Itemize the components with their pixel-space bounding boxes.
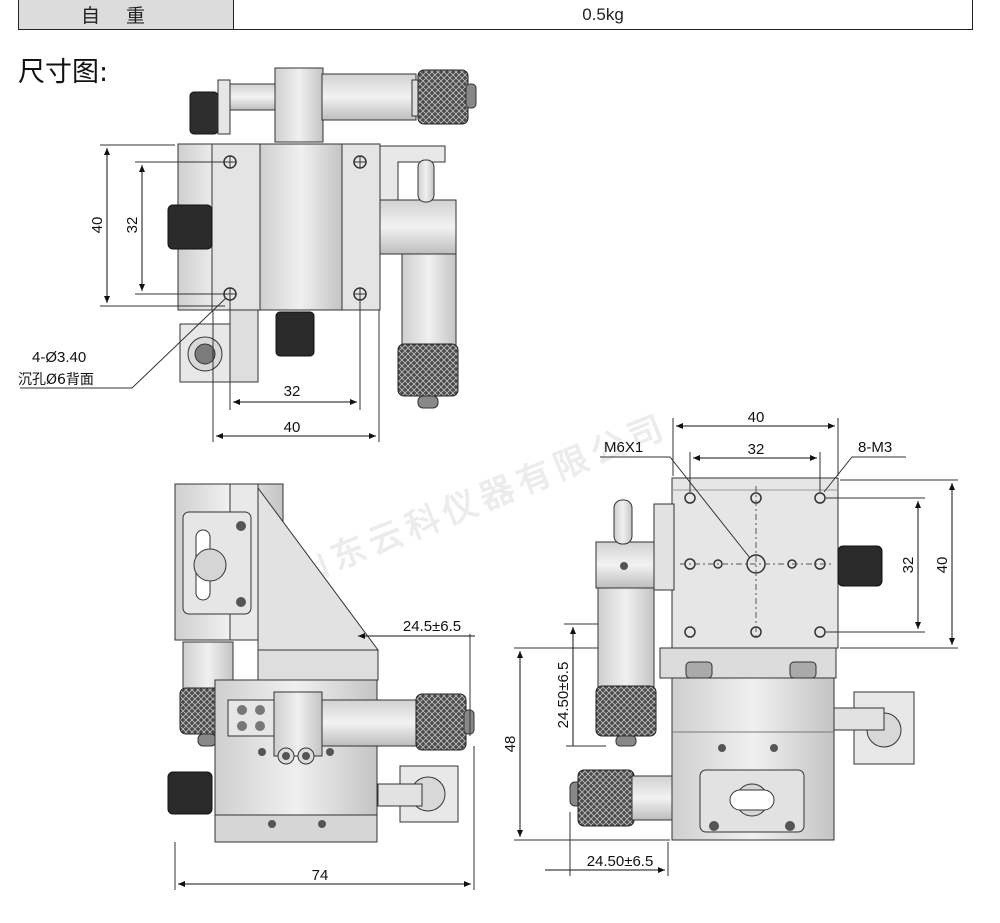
front-label-corner-threads: 8-M3: [858, 439, 892, 456]
section-title: 尺寸图:: [18, 57, 109, 88]
front-dim-height-outer: 40: [934, 557, 951, 574]
spec-value: 0.5kg: [582, 4, 624, 24]
side-view: 24.5±6.5 74: [167, 483, 475, 890]
side-dim-width-total: 74: [312, 867, 329, 884]
front-dim-height-total: 48: [502, 736, 519, 753]
front-dim-travel-horizontal: 24.50±6.5: [587, 853, 654, 870]
top-view: 40 32 32 40 4-Ø3.40 沉孔Ø6背面: [18, 67, 477, 442]
front-dim-height-inner: 32: [900, 557, 917, 574]
front-dim-width-inner: 32: [748, 441, 765, 458]
top-dim-width-inner: 32: [284, 383, 301, 400]
front-view: 40 32 M6X1 8-M3 32 40 48 24.50±6.5 24.50…: [502, 409, 958, 876]
side-dim-travel: 24.5±6.5: [403, 618, 461, 635]
spec-label: 自重: [19, 0, 234, 29]
front-dim-width-outer: 40: [748, 409, 765, 426]
spec-table: 自重 0.5kg: [18, 0, 973, 30]
top-hole-note-line2: 沉孔Ø6背面: [18, 372, 94, 388]
top-hole-note-line1: 4-Ø3.40: [32, 349, 86, 366]
top-dim-width-outer: 40: [284, 419, 301, 436]
front-dim-travel-vertical: 24.50±6.5: [555, 662, 572, 729]
front-label-center-thread: M6X1: [604, 439, 643, 456]
top-dim-height-inner: 32: [124, 217, 141, 234]
top-dim-height-outer: 40: [89, 217, 106, 234]
